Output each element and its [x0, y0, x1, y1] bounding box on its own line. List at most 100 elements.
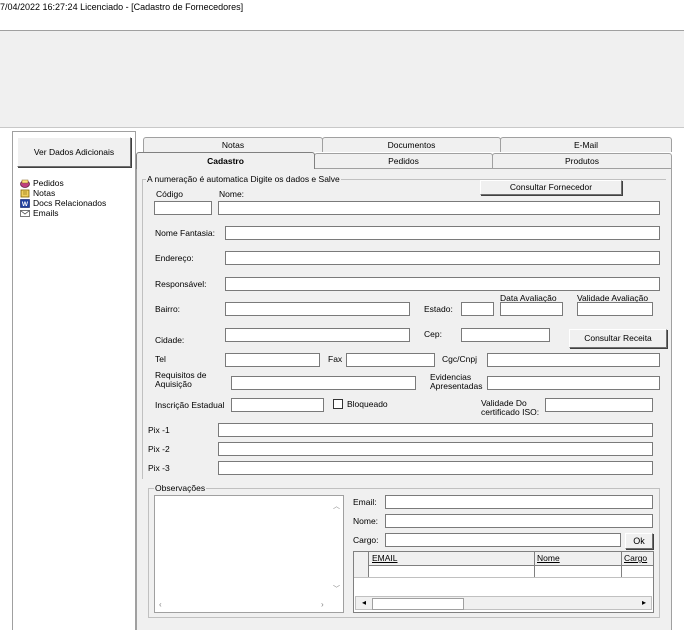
obs-nome-input[interactable] — [385, 514, 653, 528]
data-avaliacao-label: Data Avaliação — [500, 293, 557, 303]
nav-item-label: Emails — [33, 208, 59, 218]
requisitos-label: Requisitos de Aquisição — [155, 370, 207, 389]
nome-fantasia-label: Nome Fantasia: — [155, 228, 215, 238]
scroll-left-icon[interactable]: ‹ — [159, 600, 162, 609]
tab-pedidos[interactable]: Pedidos — [314, 153, 493, 168]
email-grid[interactable]: EMAIL Nome Cargo ◂ ▸ — [353, 551, 654, 613]
window-title: 7/04/2022 16:27:24 Licenciado - [Cadastr… — [0, 2, 244, 12]
pedidos-icon — [20, 179, 30, 188]
nav-item-pedidos[interactable]: Pedidos — [20, 178, 132, 188]
grid-col-cargo[interactable]: Cargo — [624, 553, 648, 563]
grid-col-divider — [534, 552, 535, 577]
obs-nome-label: Nome: — [353, 516, 379, 526]
observacoes-group — [148, 488, 660, 618]
inscricao-estadual-label: Inscrição Estadual — [155, 400, 225, 410]
pix1-label: Pix -1 — [148, 425, 170, 435]
requisitos-input[interactable] — [231, 376, 416, 390]
nav-item-label: Notas — [33, 188, 56, 198]
obs-email-input[interactable] — [385, 495, 653, 509]
obs-cargo-label: Cargo: — [353, 535, 379, 545]
nav-item-label: Docs Relacionados — [33, 198, 107, 208]
pix1-input[interactable] — [218, 423, 653, 437]
evidencias-input[interactable] — [487, 376, 660, 390]
pix2-label: Pix -2 — [148, 444, 170, 454]
nav-item-docs-relacionados[interactable]: W Docs Relacionados — [20, 198, 132, 208]
codigo-label: Código — [156, 189, 183, 199]
tel-label: Tel — [155, 354, 166, 364]
cidade-input[interactable] — [225, 328, 410, 342]
scroll-up-icon[interactable]: ︿ — [333, 503, 340, 510]
checkbox-box[interactable] — [333, 399, 343, 409]
validade-iso-input[interactable] — [545, 398, 653, 412]
cgc-cnpj-label: Cgc/Cnpj — [442, 354, 477, 364]
ok-button[interactable]: Ok — [625, 533, 653, 549]
inscricao-estadual-input[interactable] — [231, 398, 324, 412]
obs-cargo-input[interactable] — [385, 533, 621, 547]
observacoes-hscroll[interactable]: ‹ › — [155, 600, 330, 612]
notas-icon — [20, 189, 30, 198]
grid-hscroll[interactable]: ◂ ▸ — [355, 596, 652, 610]
validade-avaliacao-label: Validade Avaliação — [577, 293, 649, 303]
fax-label: Fax — [328, 354, 343, 364]
endereco-label: Endereço: — [155, 253, 194, 263]
grid-header — [354, 552, 653, 566]
responsavel-input[interactable] — [225, 277, 660, 291]
estado-input[interactable] — [461, 302, 494, 316]
grid-col-email[interactable]: EMAIL — [372, 553, 398, 563]
nome-fantasia-input[interactable] — [225, 226, 660, 240]
email-icon — [20, 209, 30, 218]
group-label: A numeração é automatica Digite os dados… — [146, 174, 341, 184]
nav-item-label: Pedidos — [33, 178, 64, 188]
fax-input[interactable] — [346, 353, 435, 367]
codigo-input[interactable] — [154, 201, 212, 215]
grid-scroll-thumb[interactable] — [372, 598, 464, 610]
left-panel — [12, 131, 136, 630]
endereco-input[interactable] — [225, 251, 660, 265]
observacoes-vscroll[interactable]: ︿ ﹀ — [330, 496, 343, 600]
tab-produtos[interactable]: Produtos — [492, 153, 672, 168]
pix3-input[interactable] — [218, 461, 653, 475]
grid-row-line — [354, 577, 653, 578]
svg-text:W: W — [22, 201, 29, 208]
grid-row-indicator — [354, 552, 369, 577]
toolbar-bottom-divider — [0, 127, 684, 128]
cep-label: Cep: — [424, 329, 442, 339]
bairro-input[interactable] — [225, 302, 410, 316]
scroll-down-icon[interactable]: ﹀ — [333, 586, 340, 593]
nome-label: Nome: — [219, 189, 245, 199]
tel-input[interactable] — [225, 353, 320, 367]
consultar-receita-button[interactable]: Consultar Receita — [569, 329, 667, 348]
evidencias-label: Evidencias Apresentadas — [430, 372, 483, 391]
ver-dados-adicionais-button[interactable]: Ver Dados Adicionais — [17, 137, 131, 167]
cgc-cnpj-input[interactable] — [487, 353, 660, 367]
validade-iso-label: Validade Do certificado ISO: — [481, 398, 540, 417]
nome-input[interactable] — [218, 201, 660, 215]
word-doc-icon: W — [20, 198, 30, 208]
validade-avaliacao-input[interactable] — [577, 302, 653, 316]
grid-scroll-right-icon[interactable]: ▸ — [642, 598, 647, 607]
observacoes-textarea[interactable] — [154, 495, 344, 613]
nav-item-notas[interactable]: Notas — [20, 188, 132, 198]
observacoes-label: Observações — [154, 483, 207, 493]
tab-email[interactable]: E-Mail — [500, 137, 672, 152]
related-nav-list: Pedidos Notas W Docs Relacionados Emails — [20, 178, 132, 218]
scroll-right-icon[interactable]: › — [321, 600, 324, 609]
tab-notas[interactable]: Notas — [143, 137, 323, 152]
bloqueado-checkbox[interactable]: Bloqueado — [333, 399, 388, 409]
tab-cadastro[interactable]: Cadastro — [136, 152, 315, 169]
data-avaliacao-input[interactable] — [500, 302, 563, 316]
consultar-fornecedor-button[interactable]: Consultar Fornecedor — [480, 180, 622, 195]
estado-label: Estado: — [424, 304, 453, 314]
nav-item-emails[interactable]: Emails — [20, 208, 132, 218]
responsavel-label: Responsável: — [155, 279, 207, 289]
grid-col-divider — [621, 552, 622, 577]
pix3-label: Pix -3 — [148, 463, 170, 473]
tab-documentos[interactable]: Documentos — [322, 137, 501, 152]
toolbar-divider — [0, 30, 684, 31]
grid-col-nome[interactable]: Nome — [537, 553, 560, 563]
grid-scroll-left-icon[interactable]: ◂ — [362, 598, 367, 607]
cidade-label: Cidade: — [155, 335, 185, 345]
bairro-label: Bairro: — [155, 304, 181, 314]
cep-input[interactable] — [461, 328, 550, 342]
pix2-input[interactable] — [218, 442, 653, 456]
